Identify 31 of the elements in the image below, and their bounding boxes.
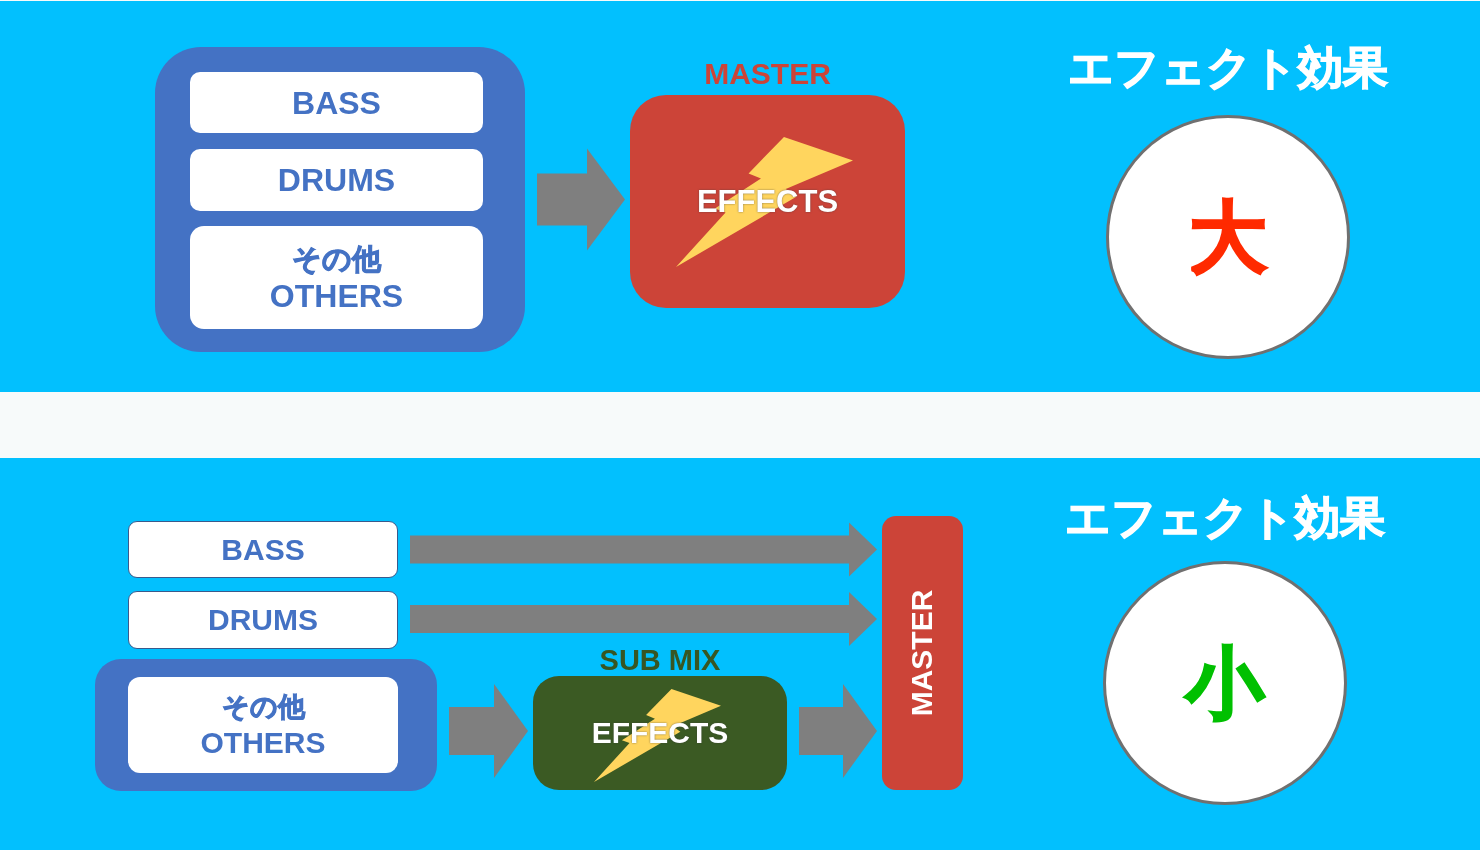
track-label: その他 (292, 241, 381, 277)
circle-heading: エフェクト効果 (1068, 41, 1388, 95)
box-heading: SUB MIX (599, 644, 721, 676)
track-label: OTHERS (269, 277, 404, 315)
track-label: BASS (221, 532, 305, 567)
track-box (190, 226, 483, 329)
rating-text: 大 (1189, 192, 1267, 282)
panel-band (0, 458, 1480, 850)
track-label: その他 (221, 691, 305, 724)
block-arrow (799, 684, 877, 778)
master-box (882, 516, 963, 790)
track-label: DRUMS (208, 603, 318, 637)
track-box (128, 677, 398, 773)
rating-text: 小 (1186, 638, 1264, 728)
block-arrow (410, 522, 877, 577)
track-label: DRUMS (277, 162, 396, 198)
block-arrow (449, 684, 528, 778)
track-box (128, 521, 398, 578)
circle-heading: エフェクト効果 (1065, 491, 1385, 545)
block-arrow (410, 592, 877, 646)
block-arrow (537, 148, 625, 251)
group-box (155, 47, 525, 352)
master-label: MASTER (905, 589, 940, 717)
group-box (95, 659, 437, 791)
track-box (190, 72, 483, 133)
box-heading: MASTER (704, 56, 831, 92)
track-box (128, 591, 398, 649)
track-label: BASS (292, 84, 381, 121)
panel-band (0, 1, 1480, 392)
track-label: OTHERS (200, 725, 326, 760)
track-box (190, 149, 483, 211)
